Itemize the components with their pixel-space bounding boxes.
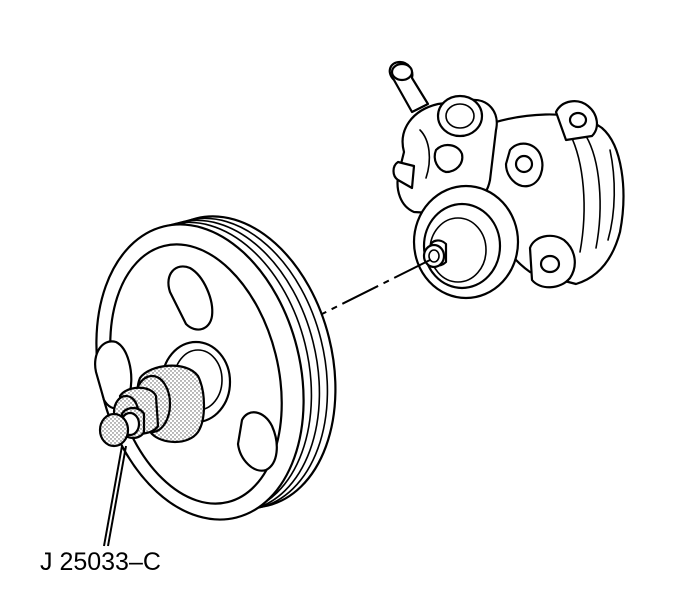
alignment-centerline bbox=[313, 259, 431, 319]
callout-leader bbox=[103, 445, 123, 547]
reservoir-cap bbox=[436, 94, 484, 138]
tool-end-cap bbox=[98, 412, 130, 448]
pulley-window-bottom bbox=[236, 411, 278, 472]
pump-pulley bbox=[94, 215, 337, 521]
pulley-window-top bbox=[167, 265, 214, 331]
remover-tool bbox=[98, 364, 206, 547]
tool-callout-label: J 25033–C bbox=[40, 548, 161, 576]
power-steering-pump bbox=[388, 60, 625, 300]
